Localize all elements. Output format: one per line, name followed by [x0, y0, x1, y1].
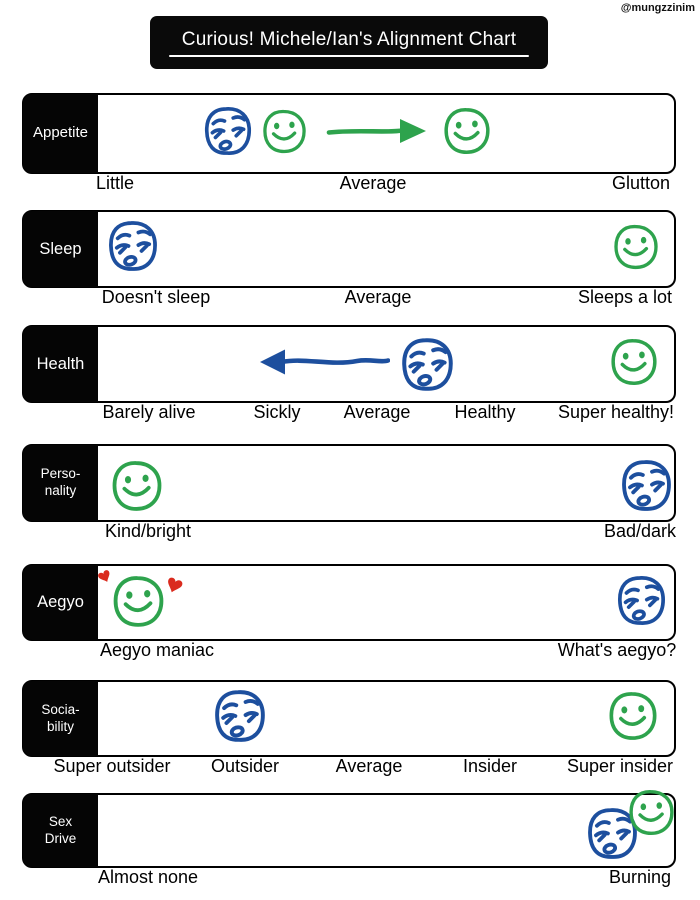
chart-row-sleep: Sleep Doesn't sleep Average Sleeps a lot	[0, 210, 700, 314]
green-face-icon	[609, 337, 659, 387]
heart-icon	[164, 576, 184, 596]
track-sex-drive: Sex Drive	[22, 793, 676, 868]
category-label-aegyo: Aegyo	[23, 565, 98, 640]
scale-label-health-3: Healthy	[454, 402, 516, 422]
scale-label-sex-drive-1: Burning	[608, 867, 672, 887]
green-face-icon	[442, 106, 492, 156]
scale-label-sociability-0: Super outsider	[53, 756, 171, 776]
watermark-handle: @mungzzinim	[620, 2, 695, 14]
scale-label-health-0: Barely alive	[102, 402, 196, 422]
chart-row-health: Health Barely alive Sickly Average Healthy S…	[0, 325, 700, 429]
title-underline	[169, 54, 529, 57]
category-label-personality: Perso- nality	[23, 445, 98, 521]
chart-row-sociability: Socia- bility Super outsider Outsider Aver…	[0, 680, 700, 783]
blue-face-icon	[615, 574, 668, 627]
scale-label-health-1: Sickly	[253, 402, 301, 422]
blue-face-icon	[106, 219, 160, 273]
scale-label-health-2: Average	[343, 402, 411, 422]
scale-label-aegyo-0: Aegyo maniac	[99, 640, 215, 660]
page-title: Curious! Michele/Ian's Alignment Chart	[181, 28, 517, 50]
green-face-icon	[111, 574, 166, 629]
chart-row-personality: Perso- nality Kind/bright Bad/dark	[0, 444, 700, 548]
green-face-icon	[612, 223, 660, 271]
scale-label-sociability-1: Outsider	[210, 756, 280, 776]
scale-label-sleep-1: Average	[344, 287, 412, 307]
scale-label-appetite-0: Little	[95, 173, 135, 193]
scale-label-appetite-2: Glutton	[611, 173, 671, 193]
title-box: Curious! Michele/Ian's Alignment Chart	[150, 16, 548, 69]
category-label-appetite: Appetite	[23, 94, 98, 173]
green-face-icon	[261, 108, 308, 155]
scale-label-appetite-1: Average	[339, 173, 407, 193]
green-face-icon	[607, 690, 659, 742]
chart-row-appetite: Appetite Little Average Glutton	[0, 93, 700, 200]
scale-label-sex-drive-0: Almost none	[97, 867, 199, 887]
scale-label-sociability-4: Super insider	[566, 756, 674, 776]
category-label-sociability: Socia- bility	[23, 681, 98, 756]
green-face-icon	[110, 459, 164, 513]
track-appetite: Appetite	[22, 93, 676, 174]
arrow-left-icon	[258, 346, 390, 378]
blue-face-icon	[399, 336, 456, 393]
scale-label-sociability-2: Average	[335, 756, 403, 776]
scale-label-sociability-3: Insider	[462, 756, 518, 776]
scale-label-aegyo-1: What's aegyo?	[557, 640, 677, 660]
category-label-health: Health	[23, 326, 98, 402]
scale-label-sleep-0: Doesn't sleep	[101, 287, 211, 307]
chart-row-aegyo: Aegyo Aegyo maniac What's aegyo?	[0, 564, 700, 667]
category-label-sex-drive: Sex Drive	[23, 794, 98, 867]
category-label-sleep: Sleep	[23, 211, 98, 287]
green-face-icon	[627, 788, 676, 837]
blue-face-icon	[212, 688, 268, 744]
blue-face-icon	[202, 105, 254, 157]
heart-icon	[97, 569, 113, 585]
chart-row-sex-drive: Sex Drive Almost none Burning	[0, 789, 700, 894]
track-sociability: Socia- bility	[22, 680, 676, 757]
scale-label-personality-0: Kind/bright	[104, 521, 192, 541]
arrow-right-icon	[326, 116, 428, 146]
scale-label-sleep-2: Sleeps a lot	[577, 287, 673, 307]
scale-label-personality-1: Bad/dark	[603, 521, 677, 541]
track-sleep: Sleep	[22, 210, 676, 288]
blue-face-icon	[619, 458, 674, 513]
track-aegyo: Aegyo	[22, 564, 676, 641]
scale-label-health-4: Super healthy!	[557, 402, 675, 422]
